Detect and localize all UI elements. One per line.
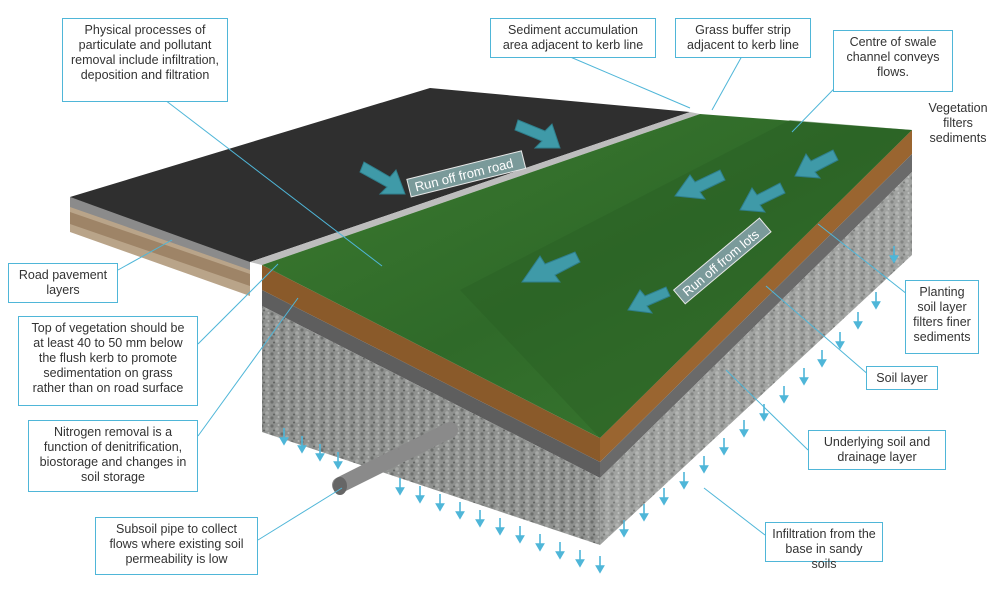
infiltration-arrow-head [659,497,669,506]
infiltration-arrow-head [333,461,343,470]
flow-arrow-grass-5 [627,286,671,314]
callout-nitrogen-removal: Nitrogen removal is a function of denitr… [28,420,198,492]
callout-sediment-accumulation: Sediment accumulation area adjacent to k… [490,18,656,58]
soil-right-side [600,154,912,478]
flow-arrow-grass-4 [521,251,581,283]
leader-physical [164,99,383,267]
leader-planting [817,223,913,299]
flow-arrow-road-2 [359,161,406,195]
callout-soil-layer: Soil layer [866,366,938,390]
callout-top-vegetation: Top of vegetation should be at least 40 … [18,316,198,406]
infiltration-arrow-head [853,321,863,330]
leader-underlying [725,369,809,451]
infiltration-arrow-head [279,437,289,446]
gravel-front-side [262,306,600,545]
soil-front-side [262,290,600,478]
leader-soil [765,285,871,377]
infiltration-arrow-head [871,301,881,310]
road-subbase-layer [70,212,250,286]
infiltration-arrow-head [759,413,769,422]
subsoil-pipe [332,422,458,493]
callout-physical-processes: Physical processes of particulate and po… [62,18,228,102]
kerb [250,112,700,265]
infiltration-arrow-head [515,535,525,544]
leader-top-vegetation [197,263,279,345]
infiltration-arrow-head [297,445,307,454]
callout-centre-swale: Centre of swale channel conveys flows. [833,30,953,92]
infiltration-arrow-head [575,559,585,568]
subsoil-pipe-end [333,477,347,495]
callout-grass-buffer: Grass buffer strip adjacent to kerb line [675,18,811,58]
infiltration-arrow-head [719,447,729,456]
road-pavement-side [70,197,250,270]
infiltration-arrow-head [555,551,565,560]
flow-arrow-grass-3 [794,149,839,179]
leader-subsoil [257,487,343,541]
infiltration-arrow-head [435,503,445,512]
infiltration-arrow-head [639,513,649,522]
infiltration-arrow-head [835,341,845,350]
callout-underlying-soil: Underlying soil and drainage layer [808,430,946,470]
infiltration-arrow-head [455,511,465,520]
infiltration-arrow-head [619,529,629,538]
infiltration-arrow-head [595,565,605,574]
leader-infiltration [703,487,766,536]
infiltration-arrow-head [679,481,689,490]
callout-infiltration: Infiltration from the base in sandy soil… [765,522,883,571]
flow-arrow-road-1 [514,119,561,149]
infiltration-arrow-head [699,465,709,474]
topsoil-right-side [600,130,912,462]
callout-subsoil-pipe: Subsoil pipe to collect flows where exis… [95,517,258,575]
leader-sediment [567,55,691,109]
topsoil-front-side [262,265,600,462]
infiltration-arrow-head [475,519,485,528]
leader-road-pavement [117,239,173,271]
infiltration-arrow-head [495,527,505,536]
callout-vegetation-filters: Vegetation filters sediments [928,101,988,145]
infiltration-arrow-head [415,495,425,504]
leader-nitrogen [197,297,299,437]
callout-road-pavement: Road pavement layers [8,263,118,303]
infiltration-arrow-head [315,453,325,462]
grass-swale-shade [460,120,912,438]
flow-arrow-grass-1 [674,169,726,200]
callout-planting-soil: Planting soil layer filters finer sedime… [905,280,979,354]
leader-grass-buffer [711,55,743,111]
infiltration-arrow-head [395,487,405,496]
infiltration-arrow-head [889,255,899,264]
gravel-right-side [600,172,912,545]
infiltration-arrow-head [799,377,809,386]
infiltration-arrow-head [739,429,749,438]
infiltration-arrow-head [817,359,827,368]
infiltration-arrow-head [535,543,545,552]
flow-arrow-grass-2 [739,182,786,213]
infiltration-arrow-head [779,395,789,404]
